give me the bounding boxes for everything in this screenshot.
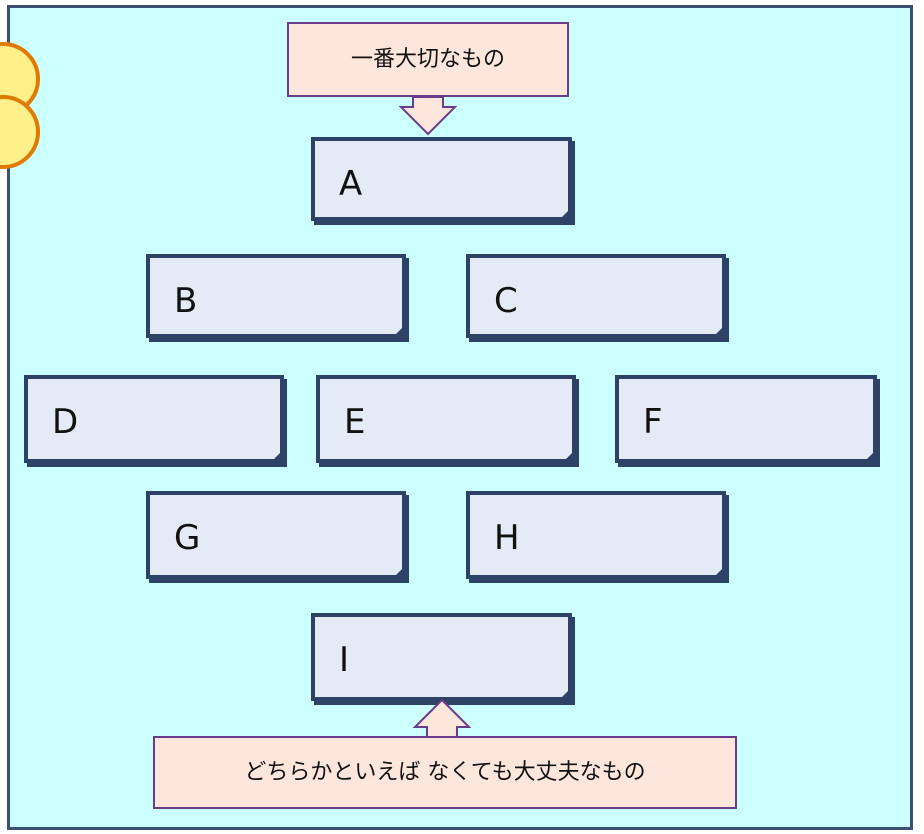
top-callout: 一番大切なもの [287, 22, 569, 97]
card-f-label: F [643, 402, 663, 442]
folded-corner [558, 207, 572, 221]
card-f: F [615, 375, 877, 463]
folded-corner [270, 449, 284, 463]
card-h-label: H [494, 518, 520, 558]
down-arrow-icon [398, 96, 458, 136]
card-g-label: G [174, 518, 201, 558]
card-e-label: E [344, 402, 366, 442]
folded-corner [392, 324, 406, 338]
card-d: D [24, 375, 284, 463]
folded-corner [712, 565, 726, 579]
folded-corner [562, 449, 576, 463]
top-callout-text: 一番大切なもの [350, 47, 505, 72]
card-c-label: C [494, 281, 518, 321]
bottom-callout-text: どちらかといえば なくても大丈夫なもの [244, 760, 646, 785]
card-g: G [146, 491, 406, 579]
up-arrow-icon [412, 698, 472, 739]
card-d-label: D [52, 402, 79, 442]
folded-corner [863, 449, 877, 463]
card-c: C [466, 254, 726, 338]
folded-corner [392, 565, 406, 579]
card-i: I [311, 613, 572, 701]
card-e: E [316, 375, 576, 463]
card-a: A [311, 137, 572, 221]
card-a-label: A [339, 164, 363, 204]
card-h: H [466, 491, 726, 579]
folded-corner [558, 687, 572, 701]
card-b-label: B [174, 281, 198, 321]
folded-corner [712, 324, 726, 338]
card-b: B [146, 254, 406, 338]
bottom-callout: どちらかといえば なくても大丈夫なもの [153, 736, 737, 809]
card-i-label: I [339, 640, 350, 680]
